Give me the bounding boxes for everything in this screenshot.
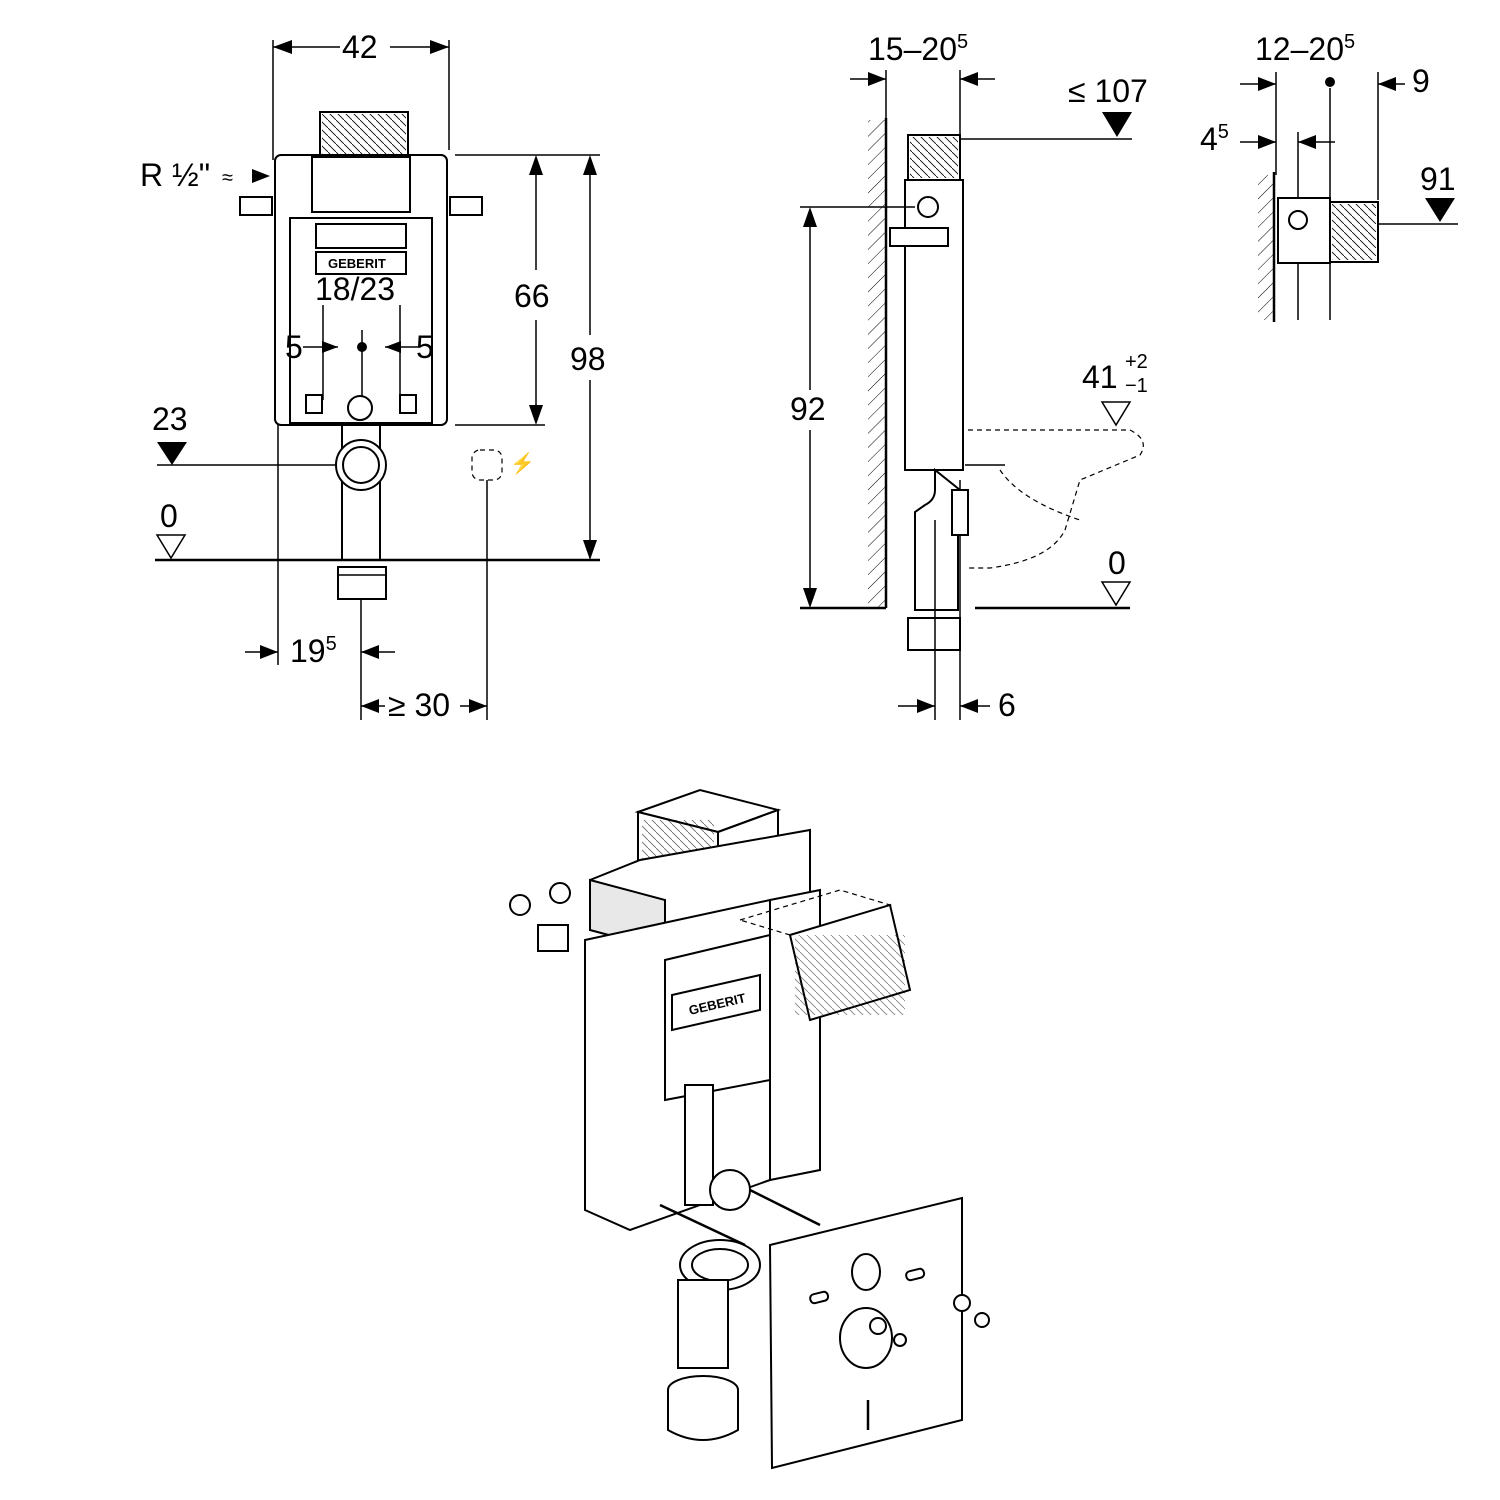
front-view: 42 GEBERIT R ½" ≈ 18/23 5 5 — [140, 29, 606, 723]
front-brand-logo: GEBERIT — [328, 256, 386, 271]
height-total-label: 98 — [570, 341, 606, 377]
offset-right-label: 5 — [416, 329, 434, 365]
water-wave-icon: ≈ — [222, 167, 233, 189]
bowl-height-upper-tolerance: +2 — [1125, 351, 1148, 373]
isometric-view: GEBERIT — [509, 788, 990, 1470]
detail-right-offset-label: 9 — [1412, 63, 1430, 99]
detail-view: 12–205 9 45 91 — [1200, 31, 1458, 322]
side-height-label: 92 — [790, 391, 826, 427]
detail-depth-label: 12–205 — [1255, 31, 1355, 67]
max-height-label: ≤ 107 — [1068, 73, 1148, 109]
offset-left-label: 5 — [285, 329, 303, 365]
electric-icon: ⚡ — [510, 451, 535, 475]
min-distance-label: ≥ 30 — [388, 687, 450, 723]
side-depth-label: 15–205 — [868, 31, 968, 67]
pipe-offset-label: 6 — [998, 687, 1016, 723]
bowl-height-label: 41 — [1082, 359, 1118, 395]
side-view: 15–205 ≤ 107 92 41 +2 −1 0 — [790, 31, 1148, 723]
bowl-height-lower-tolerance: −1 — [1125, 375, 1148, 397]
detail-left-offset-label: 45 — [1200, 121, 1229, 157]
water-connection-label: R ½" — [140, 157, 210, 193]
level-23-label: 23 — [152, 401, 188, 437]
height-upper-label: 66 — [514, 278, 550, 314]
width-label: 42 — [342, 29, 378, 65]
level-0-label: 0 — [160, 498, 178, 534]
side-offset-label: 195 — [290, 633, 337, 669]
flush-pipe-label: 18/23 — [315, 271, 395, 307]
side-level-0-label: 0 — [1108, 545, 1126, 581]
detail-height-label: 91 — [1420, 161, 1456, 197]
